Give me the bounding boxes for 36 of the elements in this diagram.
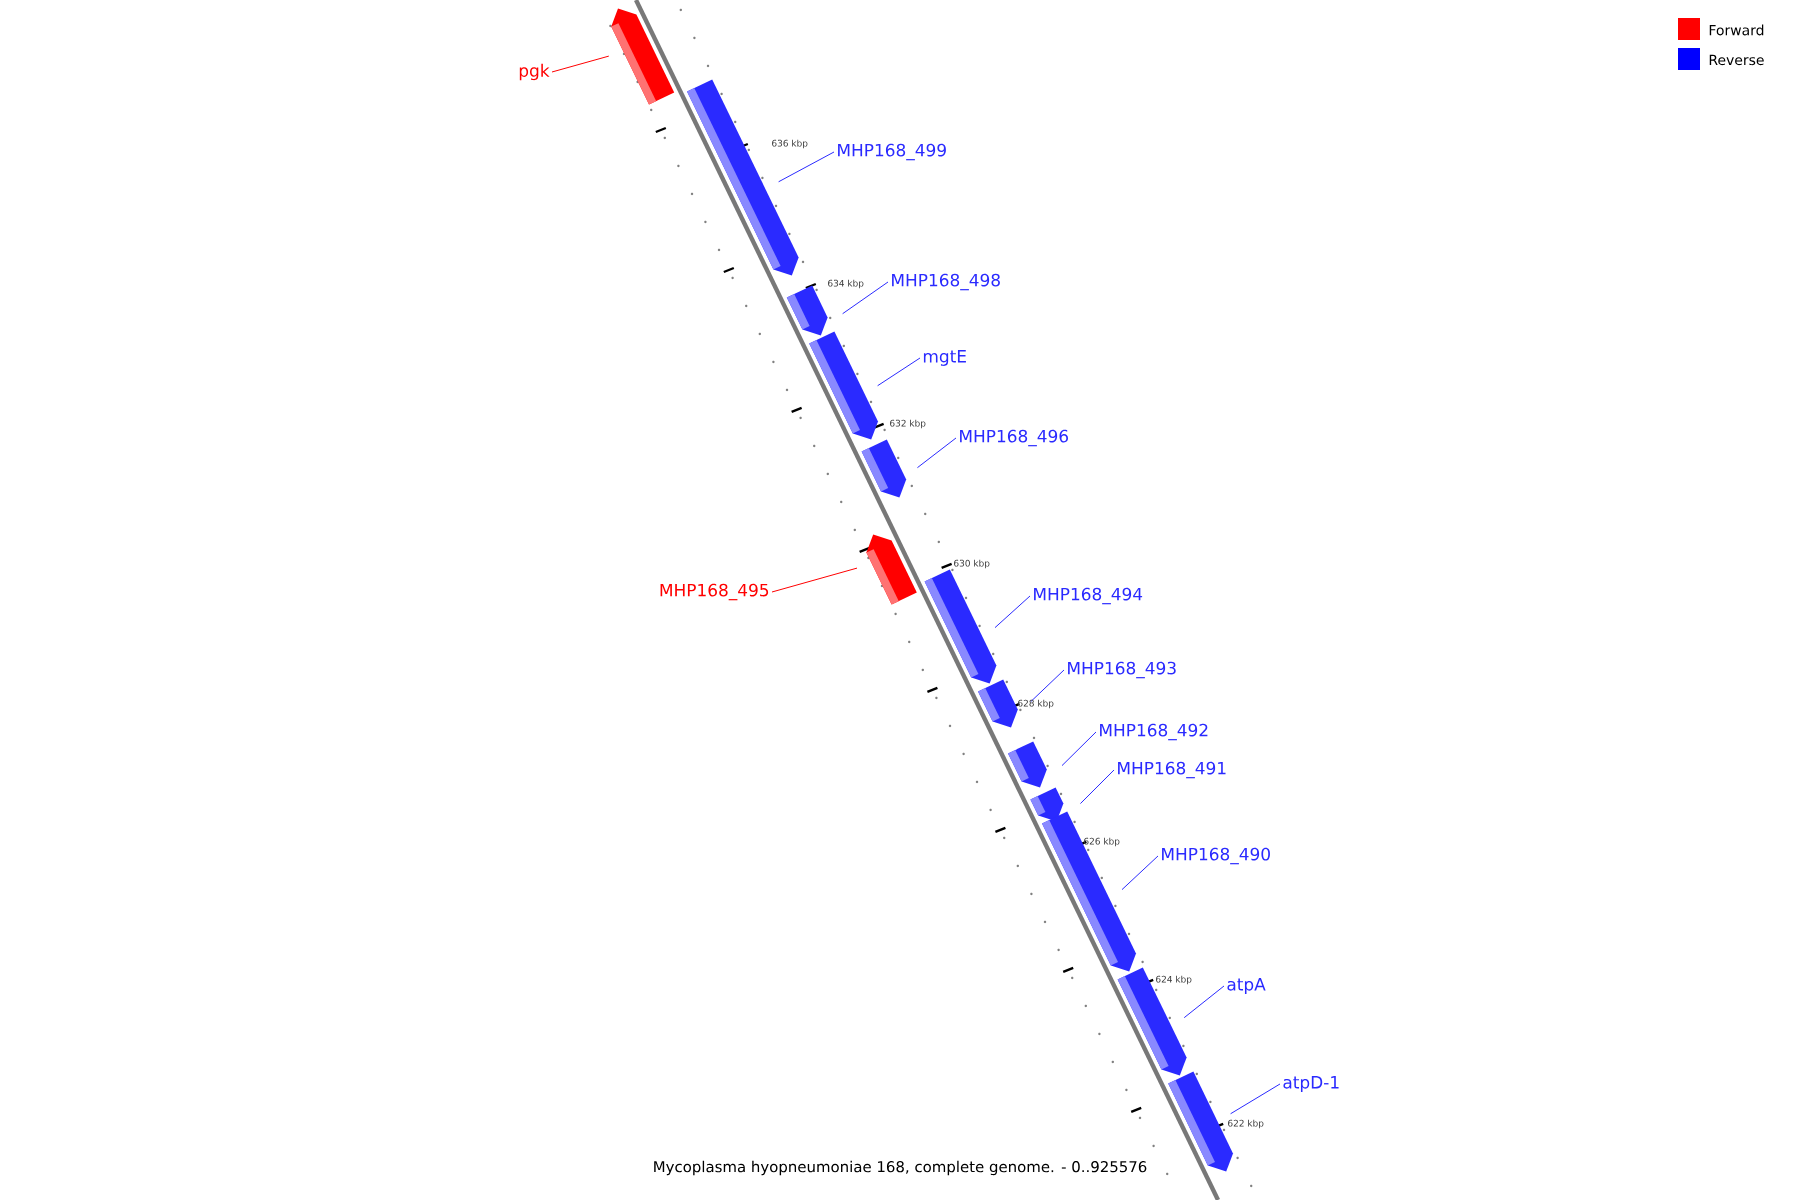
- gene-block: [924, 569, 997, 684]
- gene-block: [1008, 741, 1047, 788]
- leader-line: [1079, 769, 1115, 805]
- gene-label: MHP168_492: [1100, 723, 1208, 741]
- leader-line: [877, 357, 921, 387]
- leader-line: [1061, 731, 1097, 767]
- leader-line: [842, 281, 889, 315]
- gene-block: [611, 8, 675, 105]
- leader-line: [916, 437, 957, 469]
- leader-line: [771, 567, 858, 593]
- gene-label: MHP168_495: [660, 583, 769, 601]
- leader-line: [778, 151, 835, 183]
- gene-block: [786, 285, 828, 336]
- leader-line: [994, 595, 1031, 629]
- leader-line: [551, 55, 610, 73]
- gene-label: MHP168_491: [1118, 761, 1226, 779]
- leader-line: [1183, 985, 1225, 1019]
- gene-label: MHP168_498: [892, 273, 1000, 291]
- gene-label: MHP168_496: [960, 429, 1068, 447]
- gene-block: [809, 331, 878, 440]
- gene-label: MHP168_499: [838, 143, 946, 161]
- gene-label: mgtE: [923, 350, 966, 366]
- gene-block: [866, 534, 917, 605]
- gene-block: [1042, 811, 1136, 972]
- leader-line: [1230, 1083, 1281, 1115]
- gene-block: [1030, 787, 1064, 822]
- leader-line: [1030, 669, 1065, 703]
- gene-label: pgk: [519, 63, 550, 81]
- gene-label: MHP168_493: [1068, 661, 1176, 679]
- gene-block: [861, 439, 907, 498]
- gene-block: [978, 679, 1018, 728]
- gene-label: atpD-1: [1283, 1076, 1339, 1092]
- gene-label: MHP168_494: [1034, 587, 1143, 605]
- gene-label: MHP168_490: [1162, 847, 1270, 865]
- leader-line: [1121, 855, 1159, 891]
- gene-label: atpA: [1227, 978, 1266, 994]
